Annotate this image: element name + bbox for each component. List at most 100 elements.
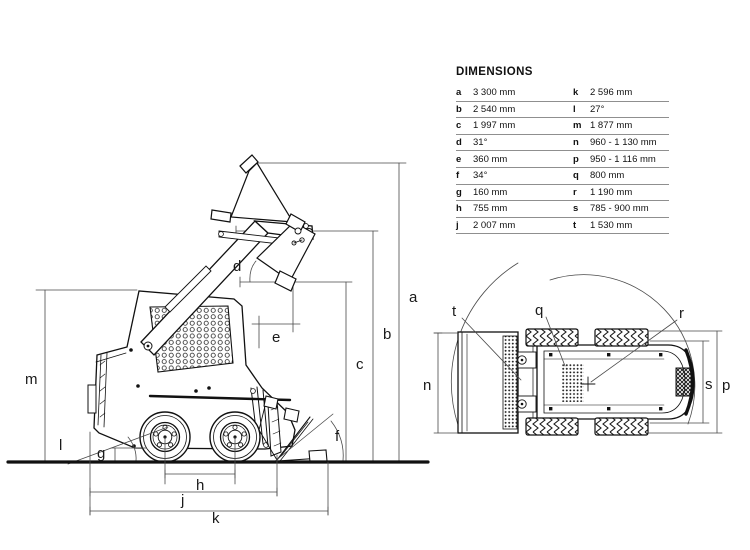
dim-label-s: s	[705, 376, 713, 393]
dimension-row: j 2 007 mm	[456, 218, 574, 235]
body-bolts	[129, 348, 211, 448]
dim-label-e: e	[272, 329, 280, 346]
rear-grille	[675, 367, 692, 397]
dim-key: q	[573, 170, 579, 182]
dim-key: r	[573, 186, 577, 198]
dim-value: 360 mm	[473, 153, 508, 165]
dim-key: l	[573, 103, 576, 115]
bucket-dump-position	[256, 213, 316, 292]
bucket-linkage	[291, 223, 309, 246]
dim-label-d: d	[233, 258, 241, 275]
dim-label-r: r	[679, 305, 684, 322]
tire-front-left	[525, 328, 579, 347]
loader-top-body	[532, 344, 695, 420]
dimension-row: g 160 mm	[456, 185, 574, 202]
bucket-carry-position	[210, 154, 295, 223]
dim-key: c	[456, 120, 462, 132]
dimension-row: k 2 596 mm	[573, 85, 669, 102]
engine-grille-dots	[562, 364, 584, 402]
dim-value: 785 - 900 mm	[590, 203, 649, 215]
dimension-row: t 1 530 mm	[573, 218, 669, 235]
dimension-row: a 3 300 mm	[456, 85, 574, 102]
rear-bumper-band	[684, 348, 695, 416]
dim-value: 1 530 mm	[590, 220, 633, 232]
dim-label-b: b	[383, 326, 391, 343]
dim-label-k: k	[212, 510, 220, 527]
dimension-row: b 2 540 mm	[456, 102, 574, 119]
dim-key: s	[573, 203, 579, 215]
dim-key: g	[456, 186, 462, 198]
dim-key: m	[573, 120, 582, 132]
dim-label-m: m	[25, 371, 38, 388]
dim-label-l: l	[59, 437, 62, 454]
dim-key: n	[573, 137, 579, 149]
dim-label-h: h	[196, 477, 204, 494]
dimension-row: m 1 877 mm	[573, 118, 669, 135]
dim-key: k	[573, 87, 579, 99]
dim-label-c: c	[356, 356, 364, 373]
dimension-row: h 755 mm	[456, 201, 574, 218]
dimensions-column-2: k 2 596 mm l 27° m 1 877 mm n 960 - 1 130 mm…	[573, 85, 669, 235]
bucket-top	[457, 331, 537, 434]
dimension-row: p 950 - 1 116 mm	[573, 151, 669, 168]
width-dimensions	[433, 316, 723, 434]
dimensions-column-1: a 3 300 mm b 2 540 mm c 1 997 mm d 31° e 360 …	[456, 85, 574, 235]
length-dimensions	[89, 431, 329, 516]
dimension-row: f 34°	[456, 168, 574, 185]
dim-value: 34°	[473, 170, 488, 182]
dim-key: j	[456, 220, 459, 232]
dim-value: 2 596 mm	[590, 87, 633, 99]
dim-label-f: f	[335, 428, 340, 445]
dim-value: 960 - 1 130 mm	[590, 137, 657, 149]
dimensions-table: DIMENSIONS a 3 300 mm b 2 540 mm c 1 997 mm…	[456, 66, 671, 235]
dim-key: h	[456, 203, 462, 215]
dimension-row: s 785 - 900 mm	[573, 201, 669, 218]
side-view: a b c d e f g h j k l m	[6, 154, 430, 527]
dim-label-g: g	[97, 445, 105, 462]
dim-value: 31°	[473, 137, 488, 149]
dim-label-a: a	[409, 289, 418, 306]
dim-value: 755 mm	[473, 203, 508, 215]
dim-key: a	[456, 87, 462, 99]
dim-key: f	[456, 170, 460, 182]
dim-key: e	[456, 153, 462, 165]
dim-value: 1 997 mm	[473, 120, 516, 132]
dimension-row: d 31°	[456, 135, 574, 152]
dim-key: d	[456, 137, 462, 149]
dim-label-t: t	[452, 303, 457, 320]
dim-key: p	[573, 153, 579, 165]
dim-value: 950 - 1 116 mm	[590, 153, 656, 165]
tire-front-right	[525, 417, 579, 436]
bucket-mount-plate	[502, 335, 518, 430]
dimension-row: c 1 997 mm	[456, 118, 574, 135]
tire-rear-right	[594, 417, 649, 436]
top-view: n p q r s t	[423, 262, 730, 436]
dimensions-title: DIMENSIONS	[456, 66, 533, 78]
dimension-row: r 1 190 mm	[573, 185, 669, 202]
center-mark	[580, 376, 596, 392]
dim-key: b	[456, 103, 462, 115]
dim-label-p: p	[722, 377, 730, 394]
bucket-ground-position	[258, 395, 328, 463]
dim-label-j: j	[180, 492, 184, 509]
dim-key: t	[573, 220, 577, 232]
dim-value: 2 007 mm	[473, 220, 516, 232]
frame-bolts	[549, 353, 663, 411]
tires-top	[525, 328, 649, 436]
dim-value: 3 300 mm	[473, 87, 516, 99]
dimension-row: e 360 mm	[456, 151, 574, 168]
dimension-row: n 960 - 1 130 mm	[573, 135, 669, 152]
dim-value: 1 190 mm	[590, 186, 633, 198]
dim-value: 160 mm	[473, 186, 508, 198]
dim-value: 27°	[590, 103, 605, 115]
tire-rear-left	[594, 328, 649, 347]
dim-label-q: q	[535, 302, 543, 319]
dim-value: 1 877 mm	[590, 120, 633, 132]
dim-value: 2 540 mm	[473, 103, 516, 115]
dim-value: 800 mm	[590, 170, 625, 182]
angle-marks	[67, 260, 344, 465]
dimension-row: l 27°	[573, 102, 669, 119]
side-dimension-lines	[35, 157, 407, 463]
